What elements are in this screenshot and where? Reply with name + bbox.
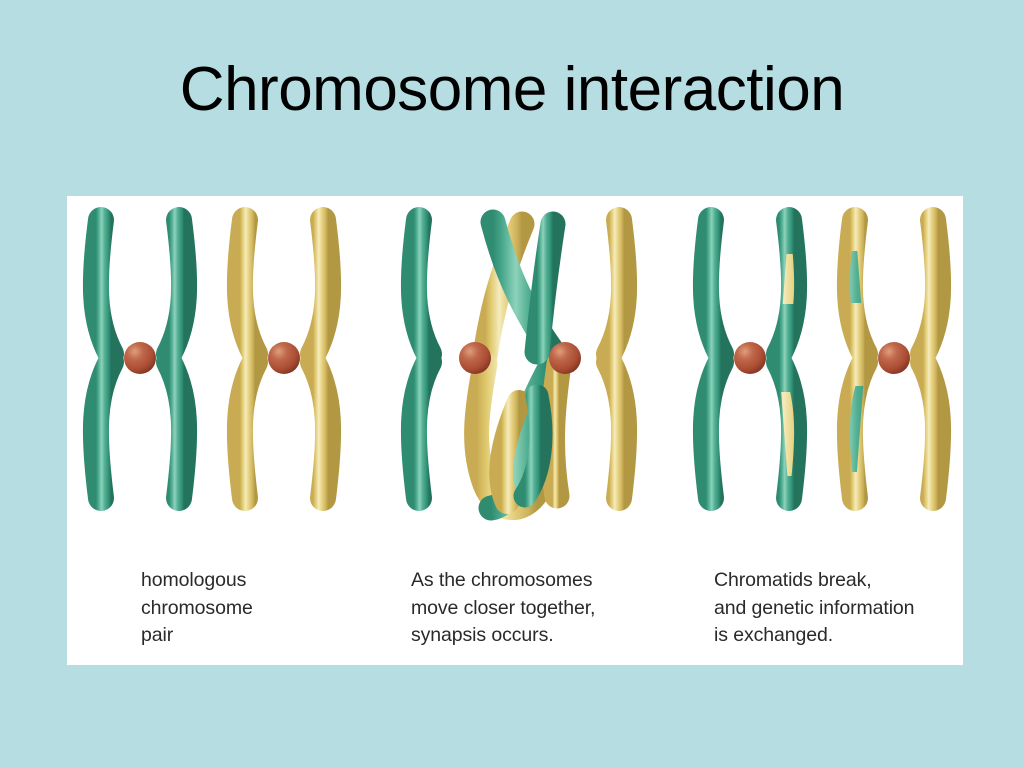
green-chromosome [82,207,198,511]
yellow-centromere [549,342,581,374]
yellow-chromatid-crossing-upper [472,211,535,369]
caption-homologous-pair: homologous chromosome pair [141,569,253,647]
green-chromatid-outer-lower [400,349,442,511]
chromatid-outer-upper [226,207,268,367]
page-title: Chromosome interaction [179,55,845,124]
chromatid-inner-lower [766,349,808,511]
panel-homologous-pair [82,207,342,511]
green-centromere [459,342,491,374]
yellow-chromatid-inner-lower [540,351,572,509]
recombinant-band-green [849,251,865,303]
centromere [878,342,910,374]
chromatid-inner-upper [156,207,198,367]
chromatid-outer-upper [692,207,734,367]
panel-recombination [692,207,952,511]
chromatid-inner-lower [300,349,342,511]
green-recombinant-chromosome [692,207,808,511]
green-chromatid-inner-upper [524,211,566,365]
yellow-chromosome [226,207,342,511]
centromere [734,342,766,374]
yellow-chromatid-tangle [489,390,531,514]
chromatid-inner-upper [300,207,342,367]
chromatid-inner-lower [156,349,198,511]
chromatid-outer-upper [82,207,124,367]
chromatid-outer-lower [692,349,734,511]
centromere [124,342,156,374]
caption-synapsis: As the chromosomes move closer together,… [411,569,596,647]
chromatid-outer-lower [82,349,124,511]
green-chromatid-tangle [513,384,553,508]
panel-synapsis [400,207,638,521]
yellow-recombinant-chromosome [836,207,952,511]
chromatid-outer-lower [910,349,952,511]
caption-recombination: Chromatids break, and genetic informatio… [714,569,915,647]
chromatid-inner-upper [836,207,878,367]
chromatid-outer-lower [226,349,268,511]
chromatid-inner-upper [766,207,808,367]
centromere [268,342,300,374]
chromatid-outer-upper [910,207,952,367]
yellow-chromatid-outer-upper [596,207,638,367]
recombinant-band-green [849,386,865,472]
green-chromatid-outer-upper [400,207,442,367]
yellow-chromatid-outer-lower [596,349,638,511]
chromosome-diagram [82,207,952,521]
chromatid-inner-lower [836,349,878,511]
figure-panel: homologous chromosome pair As the chromo… [67,196,963,665]
